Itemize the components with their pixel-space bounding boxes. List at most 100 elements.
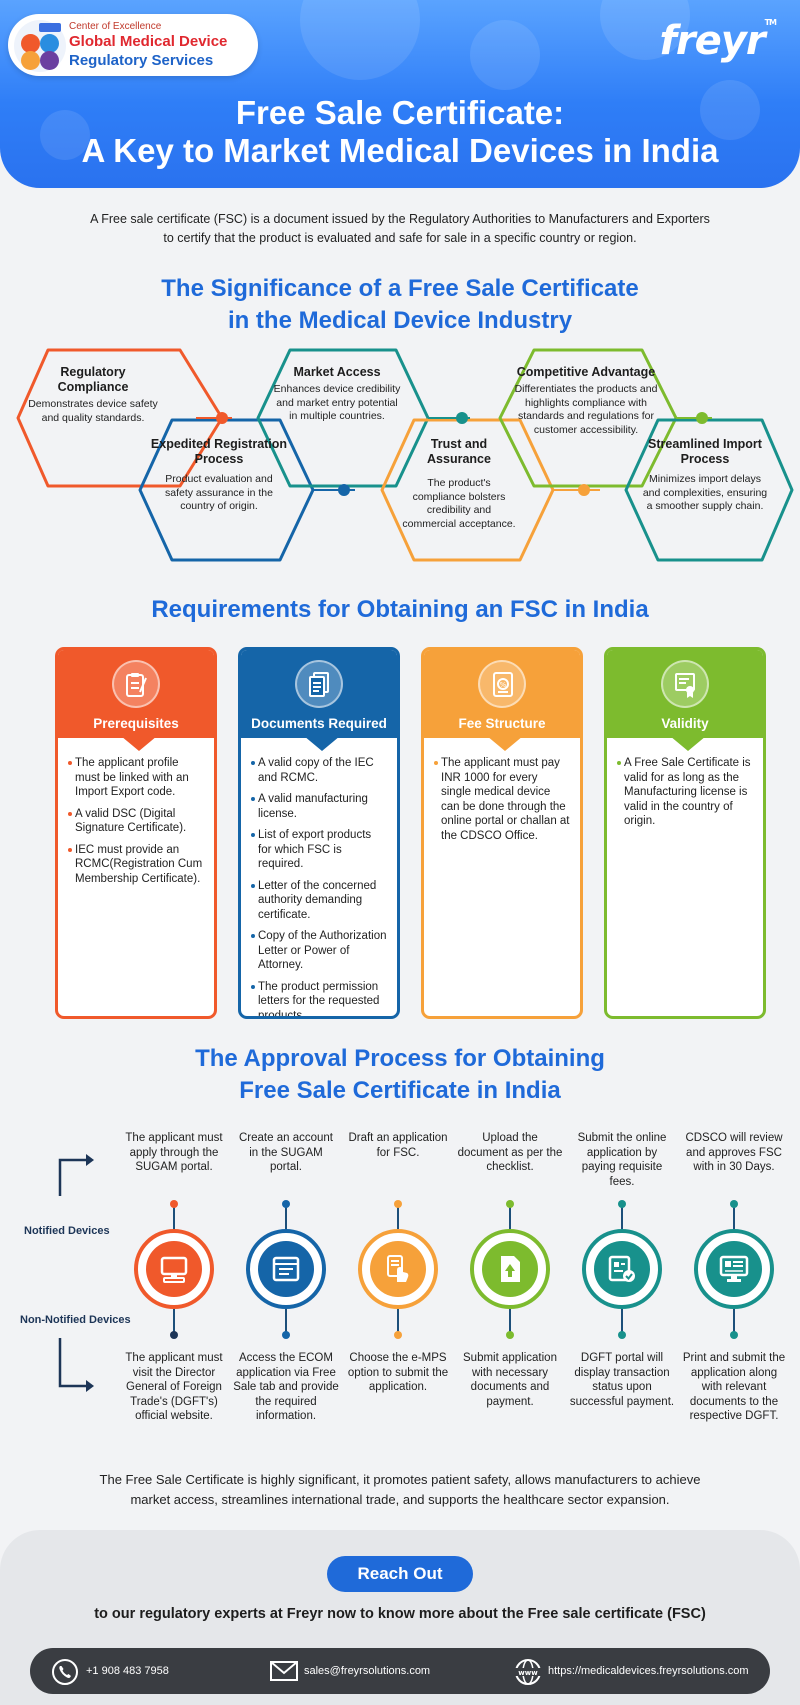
process-step-circle xyxy=(134,1229,214,1309)
hexagon-regulatory-compliance xyxy=(16,348,224,488)
approval-title: The Approval Process for Obtaining Free … xyxy=(195,1045,605,1104)
phone-icon xyxy=(52,1659,78,1685)
non-notified-step: Print and submit the application along w… xyxy=(682,1352,786,1422)
hexagon-expedited-registration xyxy=(138,418,315,562)
non-notified-step: Access the ECOM application via Free Sal… xyxy=(233,1352,339,1422)
hexagon-market-access xyxy=(256,348,430,488)
notified-step: Create an account in the SUGAM portal. xyxy=(239,1132,333,1173)
page-title: Free Sale Certificate: A Key to Market M… xyxy=(0,94,800,170)
contact-bar: +1 908 483 7958 sales@freyrsolutions.com… xyxy=(30,1648,770,1694)
non-notified-step: Choose the e-MPS option to submit the ap… xyxy=(347,1352,449,1393)
non-notified-arrow-icon xyxy=(58,1338,94,1392)
card-title: Documents Required xyxy=(251,716,387,731)
notified-step: Submit the online application by paying … xyxy=(577,1132,667,1188)
process-step-circle xyxy=(694,1229,774,1309)
website-contact[interactable]: www https://medicaldevices.freyrsolution… xyxy=(514,1648,764,1694)
svg-text:www: www xyxy=(518,1669,538,1677)
coe-subtitle: Regulatory Services xyxy=(69,52,214,69)
significance-item: Streamlined Import Process Minimizes imp… xyxy=(642,437,768,512)
notified-arrow-icon xyxy=(58,1154,94,1196)
hexagon-streamlined-import xyxy=(624,418,794,562)
connector-dot xyxy=(696,412,708,424)
website-url: https://medicaldevices.freyrsolutions.co… xyxy=(548,1665,749,1677)
card-list: A Free Sale Certificate is valid for as … xyxy=(607,738,763,829)
email-contact[interactable]: sales@freyrsolutions.com xyxy=(270,1648,470,1694)
email-address: sales@freyrsolutions.com xyxy=(304,1665,431,1677)
list-item: A valid DSC (Digital Signature Certifica… xyxy=(68,807,204,836)
document-icon xyxy=(295,660,343,708)
list-item: IEC must provide an RCMC(Registration Cu… xyxy=(68,843,204,887)
decor-bubble xyxy=(470,20,540,90)
list-item: List of export products for which FSC is… xyxy=(251,828,387,872)
list-item: A Free Sale Certificate is valid for as … xyxy=(617,756,753,829)
non-notified-step: The applicant must visit the Director Ge… xyxy=(125,1352,223,1422)
touch-application-icon xyxy=(370,1241,426,1297)
list-item: Letter of the concerned authority demand… xyxy=(251,879,387,923)
card-title: Fee Structure xyxy=(458,716,546,731)
connector-dot xyxy=(216,412,228,424)
requirement-card-documents: Documents Required A valid copy of the I… xyxy=(238,647,400,1019)
clipboard-icon xyxy=(112,660,160,708)
significance-item: Regulatory Compliance Demonstrates devic… xyxy=(28,365,158,424)
fee-receipt-icon: % xyxy=(478,660,526,708)
decor-bubble xyxy=(40,110,90,160)
hexagon-competitive-advantage xyxy=(498,348,678,488)
process-step-circle xyxy=(470,1229,550,1309)
browser-window-icon xyxy=(258,1241,314,1297)
computer-icon xyxy=(146,1241,202,1297)
certificate-icon xyxy=(661,660,709,708)
notified-step: Upload the document as per the checklist… xyxy=(457,1132,563,1173)
requirement-card-prerequisites: Prerequisites The applicant profile must… xyxy=(55,647,217,1019)
card-title: Validity xyxy=(661,716,709,731)
hexagon-chain-graphic xyxy=(16,348,794,562)
significance-title: The Significance of a Free Sale Certific… xyxy=(161,275,639,334)
hexagon-trust-assurance xyxy=(380,418,555,562)
connector-dot xyxy=(578,484,590,496)
reach-out-button[interactable]: Reach Out xyxy=(327,1556,473,1592)
monitor-review-icon xyxy=(706,1241,762,1297)
process-step-circle xyxy=(358,1229,438,1309)
decor-bubble xyxy=(700,80,760,140)
decor-bubble xyxy=(300,0,420,80)
notified-devices-label: Notified Devices xyxy=(24,1225,110,1237)
card-list: A valid copy of the IEC and RCMC. A vali… xyxy=(241,738,397,1016)
coe-small-label: Center of Excellence xyxy=(69,21,162,32)
notified-step: The applicant must apply through the SUG… xyxy=(125,1132,223,1173)
coe-logo-icon xyxy=(14,20,66,72)
globe-www-icon: www xyxy=(514,1659,542,1685)
process-step-circle xyxy=(246,1229,326,1309)
list-item: A valid copy of the IEC and RCMC. xyxy=(251,756,387,785)
card-list: The applicant profile must be linked wit… xyxy=(58,738,214,886)
list-item: A valid manufacturing license. xyxy=(251,792,387,821)
freyr-logo: freyrTM xyxy=(659,18,778,64)
list-item: Copy of the Authorization Letter or Powe… xyxy=(251,929,387,973)
card-title: Prerequisites xyxy=(93,716,179,731)
requirements-title: Requirements for Obtaining an FSC in Ind… xyxy=(151,596,649,623)
phone-number: +1 908 483 7958 xyxy=(86,1665,169,1677)
intro-paragraph: A Free sale certificate (FSC) is a docum… xyxy=(90,212,710,245)
cta-text: to our regulatory experts at Freyr now t… xyxy=(94,1606,706,1622)
non-notified-devices-label: Non-Notified Devices xyxy=(20,1314,131,1326)
non-notified-step: DGFT portal will display transaction sta… xyxy=(569,1352,675,1408)
svg-text:%: % xyxy=(500,681,507,689)
phone-contact[interactable]: +1 908 483 7958 xyxy=(52,1648,232,1694)
page-title-line1: Free Sale Certificate: xyxy=(235,94,565,131)
significance-item: Expedited Registration Process Product e… xyxy=(150,437,288,512)
header-banner: Center of Excellence Global Medical Devi… xyxy=(0,0,800,188)
approved-form-icon xyxy=(594,1241,650,1297)
coe-badge: Center of Excellence Global Medical Devi… xyxy=(8,14,258,76)
significance-item: Competitive Advantage Differentiates the… xyxy=(514,365,658,436)
coe-title: Global Medical Device xyxy=(69,33,228,50)
connector-dot xyxy=(338,484,350,496)
non-notified-step: Submit application with necessary docume… xyxy=(463,1352,557,1408)
connector-dot xyxy=(456,412,468,424)
list-item: The applicant must pay INR 1000 for ever… xyxy=(434,756,570,843)
closing-paragraph: The Free Sale Certificate is highly sign… xyxy=(99,1472,701,1507)
requirement-card-validity: Validity A Free Sale Certificate is vali… xyxy=(604,647,766,1019)
notified-step: Draft an application for FSC. xyxy=(348,1132,448,1159)
significance-hexagons: Regulatory Compliance Demonstrates devic… xyxy=(0,345,800,565)
email-icon xyxy=(270,1661,298,1681)
page-title-line2: A Key to Market Medical Devices in India xyxy=(81,132,719,169)
card-list: The applicant must pay INR 1000 for ever… xyxy=(424,738,580,843)
requirement-card-fee-structure: % Fee Structure The applicant must pay I… xyxy=(421,647,583,1019)
